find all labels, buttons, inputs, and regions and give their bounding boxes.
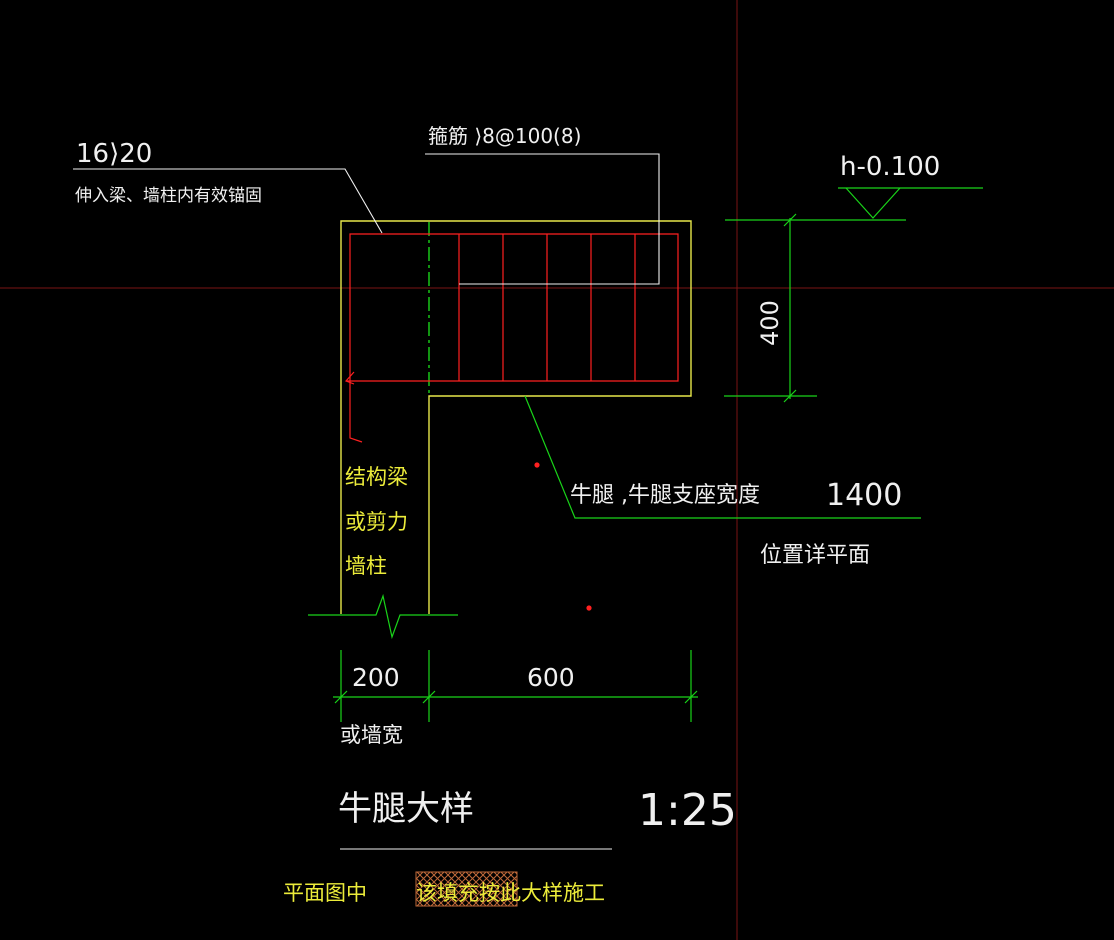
wall-width-note-label: 或墙宽 (340, 723, 403, 747)
rebar-hook (344, 371, 355, 385)
location-note-label: 位置详平面 (760, 543, 870, 568)
width-dimension (333, 650, 698, 722)
detail-title: 牛腿大样 (338, 789, 474, 829)
snap-point-2 (586, 605, 592, 611)
footer-suffix-label: 该填充按此大样施工 (416, 881, 605, 905)
stirrup-leader (425, 153, 660, 285)
wall-width-dim-label: 200 (352, 663, 400, 692)
structure-note-line-1: 结构梁 (345, 465, 408, 489)
elevation-triangle (845, 187, 901, 219)
elevation-label: h-0.100 (840, 152, 940, 182)
main-rebar (347, 233, 679, 443)
structure-note-line-2: 或剪力 (345, 510, 408, 534)
corbel-length-dim-label: 600 (527, 663, 575, 692)
corbel-note-label: 牛腿 ,牛腿支座宽度 (570, 483, 760, 508)
rebar-spec-label: 16⟩20 (76, 139, 152, 169)
stirrup-spec-label: 箍筋 ⟩8@100(8) (428, 124, 581, 148)
width-tick-mid (422, 690, 436, 704)
width-tick-right (684, 690, 698, 704)
wall-break-symbol (308, 593, 458, 640)
leader-lines (73, 153, 660, 850)
rebar-note-label: 伸入梁、墙柱内有效锚固 (75, 186, 262, 206)
snap-point-1 (534, 462, 540, 468)
corbel-width-label: 1400 (826, 478, 902, 513)
height-tick-top (783, 213, 797, 227)
rebar-group (344, 233, 679, 443)
corbel-outline (340, 220, 692, 614)
width-tick-left (334, 690, 348, 704)
hatch-sample (415, 871, 518, 907)
structure-note-line-3: 墙柱 (345, 554, 387, 578)
elevation-marker (725, 187, 983, 221)
height-tick-bottom (783, 389, 797, 403)
detail-scale: 1:25 (638, 785, 737, 836)
footer-prefix-label: 平面图中 (283, 881, 367, 905)
height-dim-label: 400 (756, 300, 784, 346)
rebar-leader (73, 168, 383, 234)
corbel-leader (524, 395, 921, 519)
height-dimension (724, 213, 817, 403)
